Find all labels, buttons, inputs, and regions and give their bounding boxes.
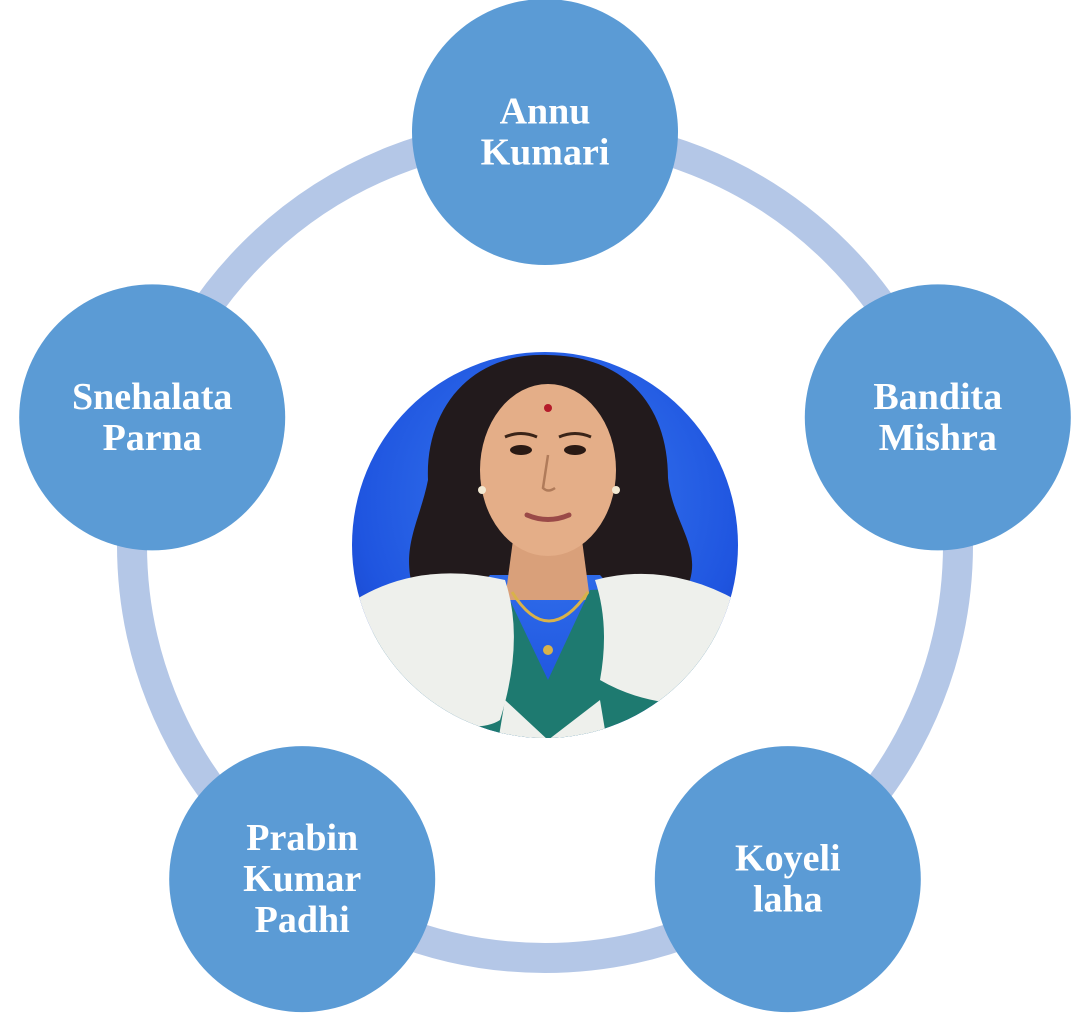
node-label-annu-line-2: Kumari: [481, 132, 610, 174]
node-circle-annu: [412, 0, 678, 265]
node-circle-koyeli: [654, 746, 921, 1013]
node-label-snehalata-line-2: Parna: [103, 417, 202, 459]
center-portrait-photo: [352, 352, 738, 738]
node-circle-bandita: [804, 284, 1071, 551]
portrait-face: [480, 384, 616, 556]
node-label-prabin-line-1: Prabin: [246, 817, 358, 859]
node-label-snehalata-line-1: Snehalata: [72, 376, 232, 418]
node-circle-snehalata: [19, 284, 286, 551]
node-label-prabin-line-2: Kumar: [243, 858, 361, 900]
node-label-bandita-line-1: Bandita: [873, 376, 1002, 418]
node-label-koyeli-line-2: laha: [753, 879, 823, 921]
portrait-dupatta: [355, 573, 514, 727]
node-circle-prabin: [169, 746, 436, 1013]
node-label-koyeli-line-1: Koyeli: [735, 838, 841, 880]
node-label-bandita-line-2: Mishra: [879, 417, 997, 459]
node-label-annu-line-1: Annu: [500, 91, 591, 133]
node-label-prabin-line-3: Padhi: [255, 899, 350, 941]
